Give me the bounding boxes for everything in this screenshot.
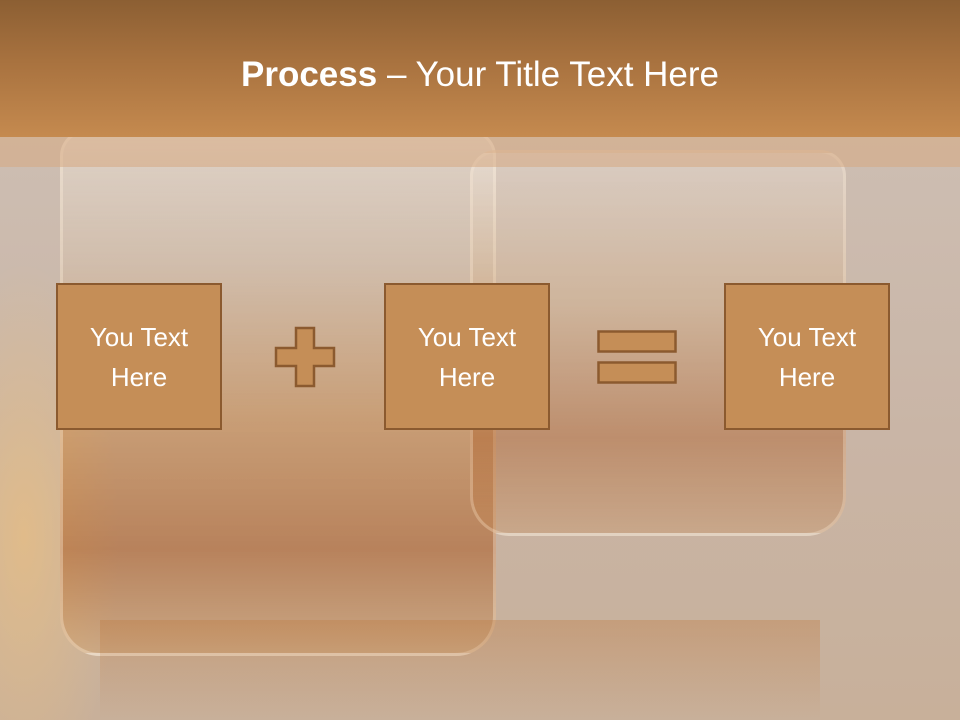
title-bar (0, 0, 960, 137)
step-2-line-2: Here (438, 361, 496, 392)
title-bar-shadow (0, 137, 960, 167)
step-3-line-1: You Text (757, 321, 857, 352)
equals-icon (597, 330, 677, 384)
plus-icon (274, 326, 336, 388)
step-3-line-2: Here (778, 361, 836, 392)
step-2-line-1: You Text (417, 321, 517, 352)
title-bold: Process (241, 55, 378, 94)
slide-title: Process – Your Title Text Here (0, 52, 960, 98)
title-rest: – Your Title Text Here (377, 55, 719, 94)
step-1-line-2: Here (110, 361, 168, 392)
table-reflection (100, 620, 820, 720)
step-1-line-1: You Text (89, 321, 189, 352)
